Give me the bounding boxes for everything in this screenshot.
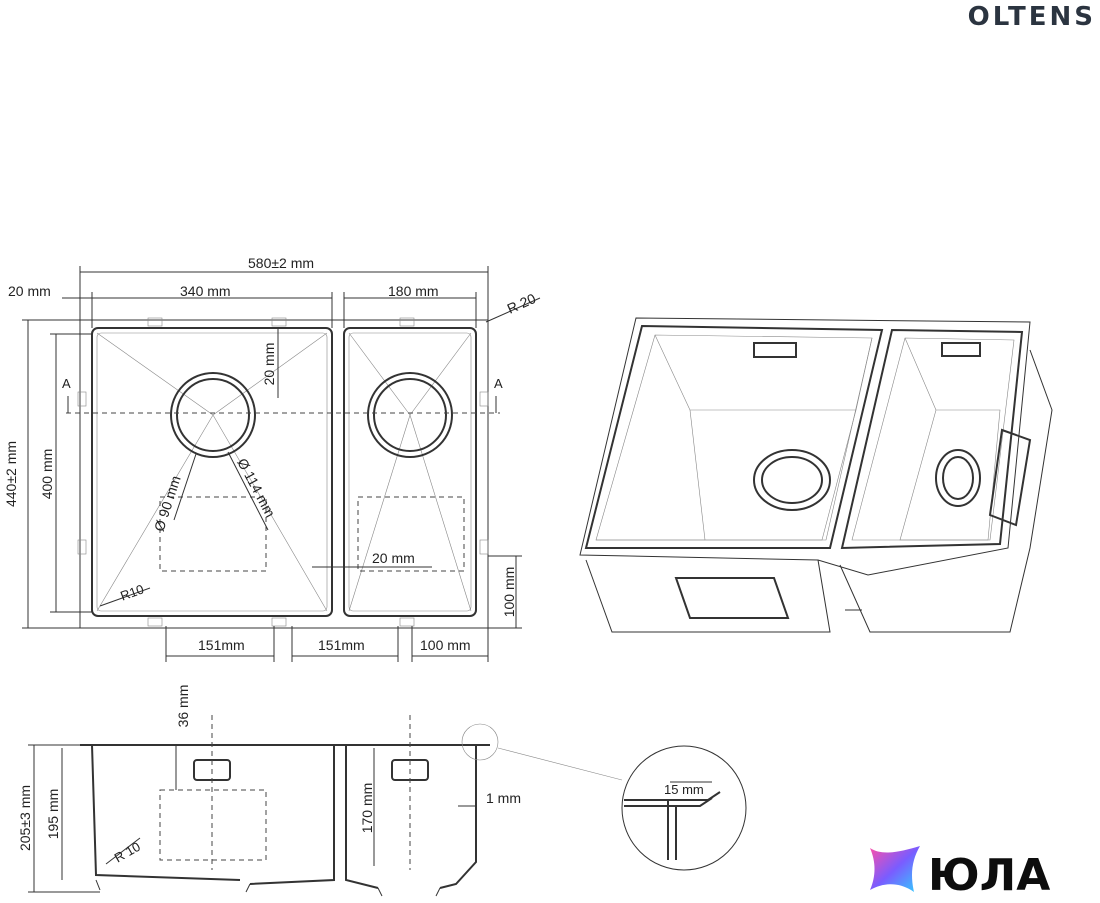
dim-inner-radius: R10 (118, 581, 146, 603)
dim-outer-radius: R 20 (505, 290, 539, 317)
top-view: A A 580±2 mm 20 mm 340 mm 180 mm (3, 255, 541, 662)
dim-overall-width: 580±2 mm (248, 255, 314, 271)
big-drain (176, 378, 250, 452)
dim-rim-thickness: 1 mm (486, 790, 521, 806)
big-cutout (159, 496, 267, 572)
detail-marker (461, 723, 499, 761)
dim-overall-height: 440±2 mm (3, 441, 19, 507)
dim-clip-top: 36 mm (175, 685, 191, 728)
dim-clip-spacing-1: 151mm (198, 637, 245, 653)
yula-logo: ЮЛА (870, 846, 1050, 901)
big-drain-flange (170, 372, 256, 458)
mounting-clips (77, 317, 489, 627)
iso-big-bowl-rim (584, 324, 884, 549)
dim-divider: 20 mm (372, 550, 415, 566)
iso-small-bowl-rim (840, 328, 1024, 550)
dim-drain-offset: 20 mm (261, 343, 277, 386)
dim-clip-spacing-2: 151mm (318, 637, 365, 653)
dim-side-radius: R 10 (112, 839, 143, 866)
dim-drain-diameter: Ø 90 mm (151, 474, 184, 534)
small-drain (373, 378, 447, 452)
big-bowl (91, 327, 333, 617)
section-mark-left: A (62, 376, 71, 391)
dim-rim-left: 20 mm (8, 283, 51, 299)
dim-flange-diameter: Ø 114 mm (234, 456, 278, 520)
brand-logo: OLTENS (967, 2, 1096, 32)
yula-star-icon (870, 846, 920, 892)
dim-clip-spacing-3: 100 mm (420, 637, 471, 653)
dim-bowl-height: 400 mm (39, 449, 55, 500)
section-mark-right: A (494, 376, 503, 391)
dim-total-depth: 205±3 mm (17, 785, 33, 851)
side-section-view: 36 mm 205±3 mm 195 mm 170 mm R 10 1 mm (17, 685, 623, 897)
isometric-view (579, 317, 1053, 633)
dim-big-bowl-width: 340 mm (180, 283, 231, 299)
dim-clip-offset: 100 mm (501, 567, 517, 618)
dim-small-depth: 170 mm (359, 783, 375, 834)
sink-outline (79, 319, 489, 629)
dim-bowl-depth: 195 mm (45, 789, 61, 840)
watermark-text: ЮЛА (928, 850, 1050, 901)
small-drain-flange (367, 372, 453, 458)
small-bowl (343, 327, 477, 617)
detail-view: 15 mm (621, 745, 747, 871)
dim-small-bowl-width: 180 mm (388, 283, 439, 299)
dim-flange: 15 mm (664, 782, 704, 797)
